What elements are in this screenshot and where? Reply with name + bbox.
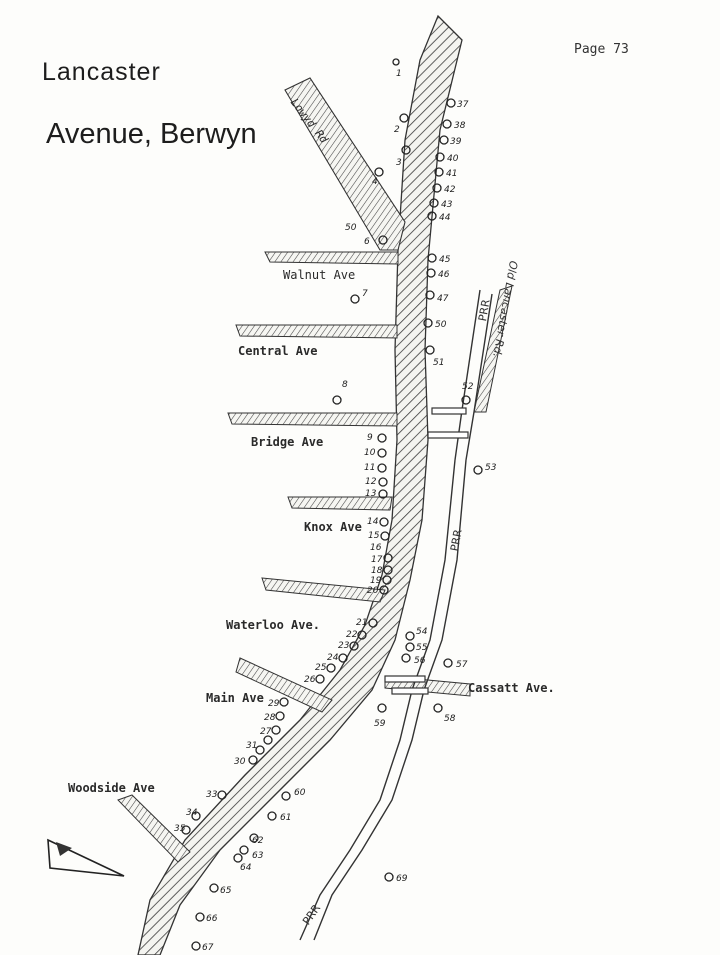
lot-label: 24 [327, 653, 339, 663]
lot-label: 37 [457, 100, 469, 110]
lot-label: 59 [374, 719, 386, 729]
lot-label: 25 [315, 663, 327, 673]
lot-label: 11 [364, 463, 375, 473]
lowyd-road [284, 77, 406, 251]
lot-label: 28 [264, 713, 276, 723]
street-label-knox: Knox Ave [304, 520, 362, 534]
lot-label: 23 [338, 641, 350, 651]
street-label-main: Main Ave [206, 691, 264, 705]
lot-label: 45 [439, 255, 451, 265]
lot-label: 7 [362, 289, 368, 299]
lot-label: 60 [294, 788, 306, 798]
lot-label: 17 [371, 555, 383, 565]
lot-label: 18 [371, 566, 383, 576]
lot-label: 34 [186, 808, 198, 818]
lot-label: 42 [444, 185, 456, 195]
lot-label: 52 [462, 382, 474, 392]
lot-label: 27 [260, 727, 272, 737]
street-label-waterloo: Waterloo Ave. [226, 618, 320, 632]
lot-label: 14 [367, 517, 379, 527]
lot-label: 30 [234, 757, 246, 767]
lot-label: 54 [416, 627, 428, 637]
lot-label: 56 [414, 656, 426, 666]
lot-label: 33 [206, 790, 218, 800]
lot-label: 69 [396, 874, 408, 884]
lot-label: 63 [252, 851, 264, 861]
lot-label: 62 [252, 836, 264, 846]
bridge-avenue-road [227, 412, 398, 427]
street-label-walnut: Walnut Ave [283, 268, 356, 282]
lot-label: 16 [370, 543, 382, 553]
lot-label: 50 [345, 223, 357, 233]
lot-label: 58 [444, 714, 456, 724]
main-avenue-road [235, 657, 333, 713]
railroad-upper-2 [465, 293, 493, 461]
lot-label: 55 [416, 643, 428, 653]
lot-label: 2 [394, 125, 400, 135]
lot-label: 1 [396, 69, 402, 79]
lot-label: 29 [268, 699, 280, 709]
lot-label: 10 [364, 448, 376, 458]
waterloo-avenue-road [261, 577, 386, 603]
walnut-avenue-road [264, 251, 399, 265]
lot-label: 39 [450, 137, 462, 147]
north-arrow-icon [47, 838, 125, 877]
lot-label: 31 [246, 741, 257, 751]
woodside-avenue-road [117, 794, 191, 863]
lot-numbers: 1 37 38 39 40 41 42 43 44 2 3 4 50 6 7 8… [174, 69, 497, 953]
map-title-line-1: Lancaster [42, 58, 161, 86]
crossing-bar [384, 675, 426, 683]
lot-label: 51 [433, 358, 444, 368]
old-lancaster-road [473, 285, 513, 413]
lot-label: 26 [304, 675, 316, 685]
knox-avenue-road [287, 496, 393, 511]
lot-label: 15 [368, 531, 380, 541]
crossing-bar [431, 407, 467, 415]
lot-label: 20 [367, 586, 379, 596]
lot-label: 43 [441, 200, 453, 210]
lot-label: 8 [342, 380, 348, 390]
lot-label: 47 [437, 294, 449, 304]
railroad-main [299, 459, 456, 941]
lot-label: 38 [454, 121, 466, 131]
lot-label: 53 [485, 463, 497, 473]
lot-markers [181, 58, 483, 951]
railroad-main-2 [313, 459, 467, 941]
lot-label: 61 [280, 813, 291, 823]
lot-label: 9 [367, 433, 373, 443]
page-number: Page 73 [574, 42, 629, 57]
central-avenue-road [235, 324, 398, 339]
street-label-woodside: Woodside Ave [68, 781, 155, 795]
lot-label: 6 [364, 237, 370, 247]
lot-label: 41 [446, 169, 457, 179]
lot-label: 57 [456, 660, 468, 670]
lot-label: 50 [435, 320, 447, 330]
lot-label: 13 [365, 489, 377, 499]
street-label-cassatt: Cassatt Ave. [468, 681, 555, 695]
lot-label: 35 [174, 824, 186, 834]
crossing-bar [391, 687, 429, 695]
lot-label: 4 [372, 177, 378, 187]
map-title-line-2: Avenue, Berwyn [46, 118, 257, 150]
lot-label: 22 [346, 630, 358, 640]
lot-label: 44 [439, 213, 451, 223]
street-label-central: Central Ave [238, 344, 318, 358]
lot-label: 46 [438, 270, 450, 280]
lot-label: 40 [447, 154, 459, 164]
lot-label: 64 [240, 863, 252, 873]
lot-label: 3 [396, 158, 402, 168]
lot-label: 12 [365, 477, 377, 487]
lot-label: 65 [220, 886, 232, 896]
lot-label: 21 [356, 618, 367, 628]
street-label-bridge: Bridge Ave [251, 435, 324, 449]
lot-label: 67 [202, 943, 214, 953]
crossing-bar [427, 431, 469, 439]
lot-label: 19 [370, 576, 382, 586]
lot-label: 66 [206, 914, 218, 924]
